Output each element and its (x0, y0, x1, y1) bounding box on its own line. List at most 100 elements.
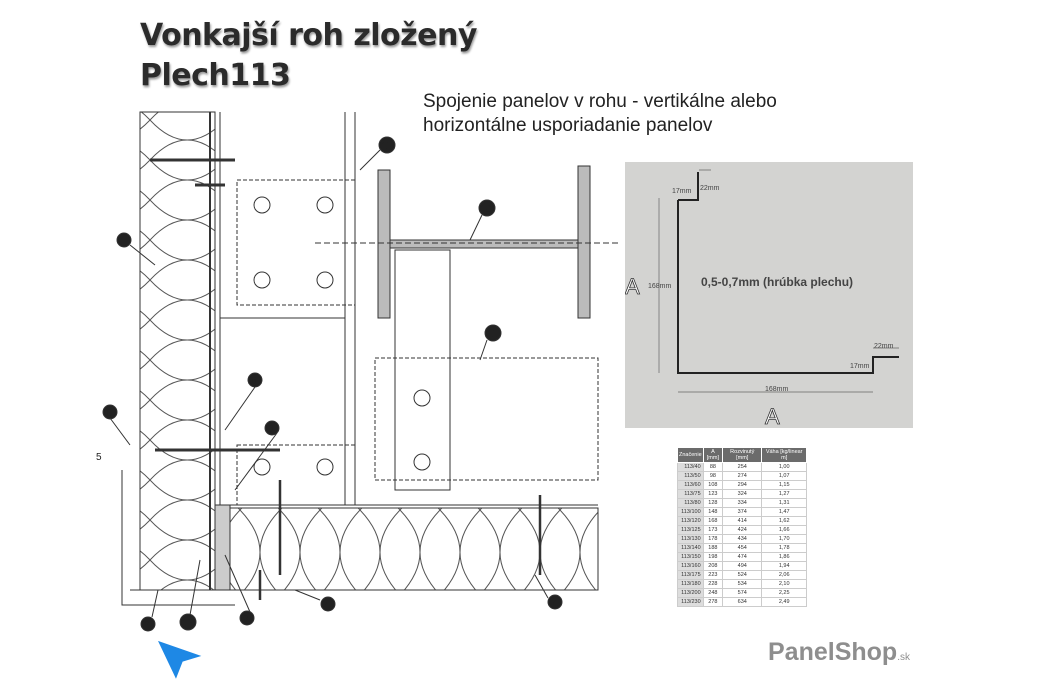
table-cell: 168 (702, 516, 724, 526)
profile-shape (677, 172, 899, 374)
dim-width: 168mm (765, 386, 789, 393)
label-a-horizontal: A (765, 404, 780, 428)
profile-detail-panel: 17mm 22mm 168mm 168mm 17mm 22mm 0,5-0,7m… (625, 162, 913, 429)
callout-8: 8 (251, 376, 257, 387)
dim-height: 168mm (648, 283, 672, 290)
description-line: horizontálne usporiadanie panelov (423, 115, 713, 136)
table-cell: 2,25 (761, 588, 807, 598)
table-cell: 474 (722, 552, 763, 562)
table-cell: 524 (722, 570, 763, 580)
i-beam (377, 165, 591, 319)
description-line: Spojenie panelov v rohu - vertikálne ale… (423, 91, 777, 112)
callout-12: 12 (182, 618, 194, 629)
callout-1: 1 (120, 236, 126, 247)
table-cell: 113/175 (677, 570, 704, 580)
table-cell: 178 (702, 534, 724, 544)
table-cell: 424 (722, 525, 763, 535)
table-cell: 248 (702, 588, 724, 598)
callout-6: 6 (106, 408, 112, 419)
table-cell: 88 (702, 462, 724, 472)
table-cell: 534 (722, 579, 763, 589)
callout-10: 10 (480, 204, 492, 215)
callout-4: 4 (324, 600, 330, 611)
table-cell: 1,70 (761, 534, 807, 544)
corner-section-drawing: 1 2 3 4 5 6 7 8 9 10 11 11 12 (96, 111, 620, 680)
table-cell: 113/140 (677, 543, 704, 553)
table-cell: 1,62 (761, 516, 807, 526)
logo-text: PanelShop (768, 638, 898, 666)
page-subtitle-code: Plech113 (140, 58, 291, 93)
table-cell: 1,27 (761, 489, 807, 499)
panelshop-logo: PanelShop.sk (768, 638, 910, 667)
description: Spojenie panelov v rohu - vertikálne ale… (423, 90, 777, 138)
dim-22-top: 22mm (700, 185, 720, 192)
table-cell: 414 (722, 516, 763, 526)
thickness-note: 0,5-0,7mm (hrúbka plechu) (701, 275, 853, 289)
dim-22-bottom: 22mm (874, 343, 894, 350)
table-cell: 113/150 (677, 552, 704, 562)
table-cell: 223 (702, 570, 724, 580)
table-cell: 494 (722, 561, 763, 571)
table-cell: 634 (722, 597, 763, 607)
table-cell: 113/180 (677, 579, 704, 589)
table-cell: 1,15 (761, 480, 807, 490)
table-cell: 278 (702, 597, 724, 607)
table-cell: 208 (702, 561, 724, 571)
table-cell: 113/75 (677, 489, 704, 499)
cursor-icon (156, 639, 205, 680)
callout-2: 2 (144, 620, 150, 631)
table-cell: 1,86 (761, 552, 807, 562)
table-cell: 1,47 (761, 507, 807, 517)
table-cell: 1,94 (761, 561, 807, 571)
table-cell: 188 (702, 543, 724, 553)
callout-7: 7 (551, 598, 557, 609)
table-cell: 254 (722, 462, 763, 472)
table-cell: 128 (702, 498, 724, 508)
table-cell: 1,00 (761, 462, 807, 472)
table-cell: 113/125 (677, 525, 704, 535)
profile-dimensions-table: Značenie A [mm] Rozvinutý [mm] Váha [kg/… (677, 447, 807, 607)
table-cell: 173 (702, 525, 724, 535)
table-cell: 2,49 (761, 597, 807, 607)
callout-11: 11 (487, 329, 498, 340)
bolt-holes (253, 196, 431, 476)
table-cell: 2,10 (761, 579, 807, 589)
column-header: Váha [kg/linear m] (761, 447, 807, 463)
logo-suffix: .sk (897, 652, 910, 663)
table-cell: 113/50 (677, 471, 704, 481)
table-cell: 2,06 (761, 570, 807, 580)
table-cell: 113/40 (677, 462, 704, 472)
table-cell: 113/60 (677, 480, 704, 490)
table-cell: 113/200 (677, 588, 704, 598)
table-cell: 108 (702, 480, 724, 490)
callout-3: 3 (268, 424, 274, 435)
table-cell: 334 (722, 498, 763, 508)
dim-17-top: 17mm (672, 188, 692, 195)
table-cell: 374 (722, 507, 763, 517)
table-cell: 1,78 (761, 543, 807, 553)
column-header: A [mm] (702, 447, 724, 463)
table-cell: 324 (722, 489, 763, 499)
table-cell: 228 (702, 579, 724, 589)
column-header: Rozvinutý [mm] (722, 447, 763, 463)
table-cell: 113/130 (677, 534, 704, 544)
table-cell: 198 (702, 552, 724, 562)
table-cell: 113/120 (677, 516, 704, 526)
table-cell: 454 (722, 543, 763, 553)
table-cell: 1,07 (761, 471, 807, 481)
column-header: Značenie (677, 447, 704, 463)
page-title: Vonkajší roh zložený (140, 18, 477, 53)
